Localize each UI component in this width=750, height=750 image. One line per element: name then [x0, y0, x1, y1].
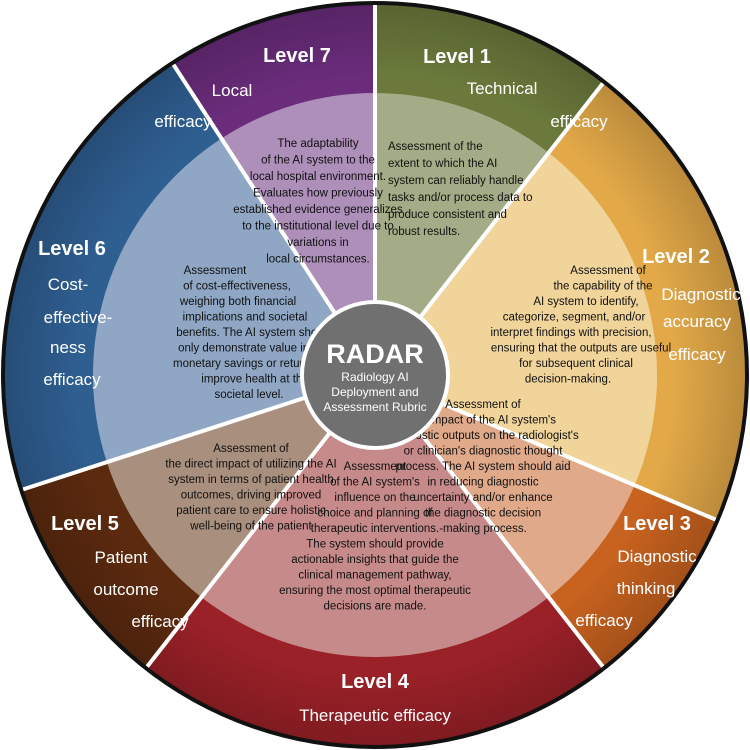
sector-level-2: Level 2 Diagnostic accuracy efficacy Assessm…	[490, 246, 741, 386]
description-line: societal level.	[214, 389, 283, 401]
efficacy-name-line: efficacy	[668, 345, 726, 364]
level-label: Level 5	[51, 513, 119, 535]
description-line: process. The AI system should aid	[396, 461, 571, 473]
level-label: Level 3	[623, 513, 691, 535]
description-line: well-being of the patient	[189, 521, 312, 533]
center-circle	[300, 300, 450, 450]
description-line: implications and societal	[183, 312, 308, 324]
sector-level-5: Level 5 Patient outcome efficacy Assessment …	[51, 443, 337, 631]
description-line: Assessment of	[445, 399, 521, 411]
description-line: the direct impact of utilizing the AI	[165, 459, 336, 471]
efficacy-name-line: Patient	[95, 548, 148, 567]
efficacy-name-line: Local	[212, 81, 253, 100]
efficacy-name-line: efficacy	[43, 370, 101, 389]
description-line: of the AI system to the	[261, 155, 375, 167]
description-line: actionable insights that guide the	[291, 554, 459, 566]
level-label: Level 2	[642, 246, 710, 268]
efficacy-name-line: Technical	[467, 79, 538, 98]
center-title: RADAR	[326, 339, 424, 369]
level-label: Level 1	[423, 46, 491, 68]
description-line: influence on the	[334, 492, 415, 504]
description-line: The system should provide	[306, 539, 443, 551]
efficacy-name-line: Cost-	[48, 275, 89, 294]
description-line: improve health at the	[201, 374, 308, 386]
efficacy-name-line: outcome	[93, 580, 158, 599]
efficacy-name-line: efficacy	[575, 611, 633, 630]
efficacy-name-line: accuracy	[663, 312, 732, 331]
sector-level-3: Level 3 Diagnostic thinking efficacy Assessm…	[387, 399, 697, 630]
description-line: produce consistent and	[388, 209, 507, 221]
description-line: categorize, segment, and/or	[503, 312, 646, 324]
efficacy-name-line: Diagnostic	[617, 547, 697, 566]
description-line: Assessment of	[213, 443, 289, 455]
center-subtitle-line-1: Radiology AI	[341, 370, 408, 384]
efficacy-name-line: efficacy	[154, 112, 212, 131]
description-line: ensuring that the outputs are useful	[491, 343, 671, 355]
description-line: of cost-effectiveness,	[183, 281, 291, 293]
description-line: to the institutional level due to	[242, 221, 394, 233]
efficacy-name-line: efficacy	[131, 612, 189, 631]
description-line: variations in	[287, 237, 348, 249]
efficacy-name-line: effective-	[44, 308, 113, 327]
level-label: Level 6	[38, 238, 106, 260]
description-line: in reducing diagnostic	[427, 477, 538, 489]
center-hub: RADAR Radiology AI Deployment and Assess…	[300, 300, 450, 450]
level-label: Level 7	[263, 45, 331, 67]
level-label: Level 4	[341, 671, 410, 693]
description-line: local circumstances.	[266, 254, 370, 266]
description-line: local hospital environment.	[250, 171, 386, 183]
description-line: Assessment	[344, 461, 407, 473]
description-line: decisions are made.	[324, 601, 427, 613]
description-line: established evidence generalizes	[233, 204, 403, 216]
description-line: robust results.	[388, 226, 460, 238]
efficacy-name-line: Diagnostic	[661, 285, 741, 304]
description-line: decision-making.	[525, 374, 611, 386]
efficacy-name-line: Therapeutic efficacy	[299, 706, 451, 725]
sector-level-4: Level 4 Therapeutic efficacy Assessment of …	[279, 461, 471, 725]
description-line: Assessment of the	[388, 141, 483, 153]
center-subtitle-line-3: Assessment Rubric	[323, 400, 426, 414]
description-line: system can reliably handle	[388, 175, 524, 187]
description-line: Evaluates how previously	[253, 188, 383, 200]
efficacy-name-line: thinking	[617, 579, 676, 598]
description-line: system in terms of patient health	[168, 474, 334, 486]
description-line: or clinician's diagnostic thought	[404, 446, 564, 458]
description-line: ensuring the most optimal therapeutic	[279, 585, 471, 597]
description-line: diagnostic outputs on the radiologist's	[387, 430, 579, 442]
description-line: Assessment of	[570, 265, 646, 277]
description-line: for subsequent clinical	[519, 358, 633, 370]
description-line: tasks and/or process data to	[388, 192, 532, 204]
description-line: choice and planning of	[317, 508, 433, 520]
description-line: uncertainty and/or enhance	[413, 492, 552, 504]
description-line: benefits. The AI system should not	[176, 327, 352, 339]
center-subtitle-line-2: Deployment and	[331, 385, 418, 399]
sector-level-6: Level 6 Cost-effective-ness efficacy Assess…	[38, 238, 359, 401]
efficacy-name-line: ness	[50, 338, 86, 357]
description-line: clinical management pathway,	[298, 570, 451, 582]
description-line: AI system to identify,	[533, 296, 638, 308]
description-line: weighing both financial	[179, 296, 296, 308]
description-line: outcomes, driving improved	[181, 490, 322, 502]
description-line: the diagnostic decision	[425, 508, 541, 520]
description-line: the impact of the AI system's	[410, 415, 556, 427]
description-line: The adaptability	[277, 138, 358, 150]
description-line: therapeutic interventions.	[311, 523, 440, 535]
description-line: interpret findings with precision,	[490, 327, 651, 339]
description-line: extent to which the AI	[388, 158, 497, 170]
description-line: of the AI system's	[330, 477, 420, 489]
description-line: patient care to ensure holistic	[176, 505, 326, 517]
efficacy-name-line: efficacy	[550, 112, 608, 131]
description-line: the capability of the	[553, 281, 652, 293]
description-line: -making process.	[439, 523, 527, 535]
description-line: Assessment	[184, 265, 247, 277]
